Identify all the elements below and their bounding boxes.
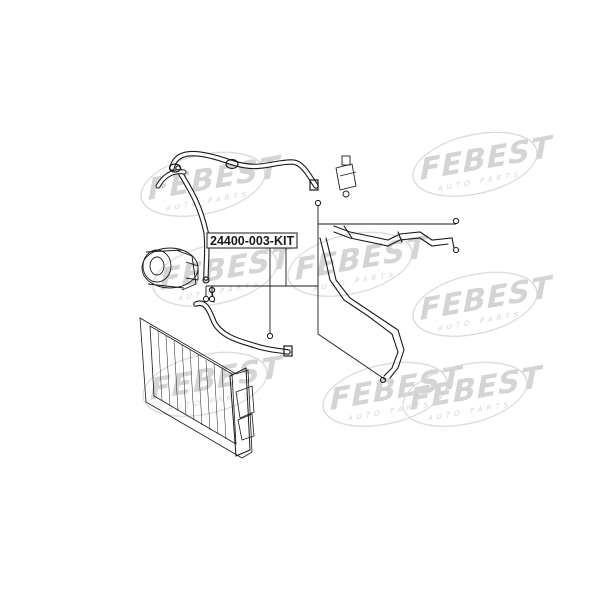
callout-marker	[266, 332, 274, 340]
hose-assembly-right	[319, 225, 460, 384]
part-number-label[interactable]: 24400-003-KIT	[206, 232, 298, 249]
condenser-bracket	[235, 385, 255, 419]
part-number-box	[206, 232, 298, 249]
condenser-inner	[149, 325, 237, 445]
callout-marker	[202, 295, 210, 303]
callout-marker	[314, 199, 322, 207]
compressor	[141, 247, 199, 291]
watermark-logo: FEBEST AUTO PARTS	[412, 130, 554, 197]
hose-assembly-top	[155, 150, 319, 284]
expansion-valve	[335, 155, 357, 198]
condenser-bracket	[237, 413, 255, 441]
condenser-side-tank	[229, 367, 251, 457]
part-number-text: 24400-003-KIT	[210, 234, 294, 248]
callout-marker	[208, 295, 216, 303]
condenser	[139, 317, 255, 459]
watermark-logo: FEBEST AUTO PARTS	[402, 360, 544, 427]
callout-marker	[452, 217, 460, 225]
condenser-outline	[139, 317, 253, 459]
callout-leaders	[205, 206, 456, 381]
condenser-fins	[157, 330, 227, 440]
callout-markers	[202, 199, 460, 340]
watermark-logo: FEBEST AUTO PARTS	[412, 270, 554, 337]
watermark-layer: FEBEST AUTO PARTS FEBEST AUTO PARTS FEBE…	[140, 130, 554, 427]
